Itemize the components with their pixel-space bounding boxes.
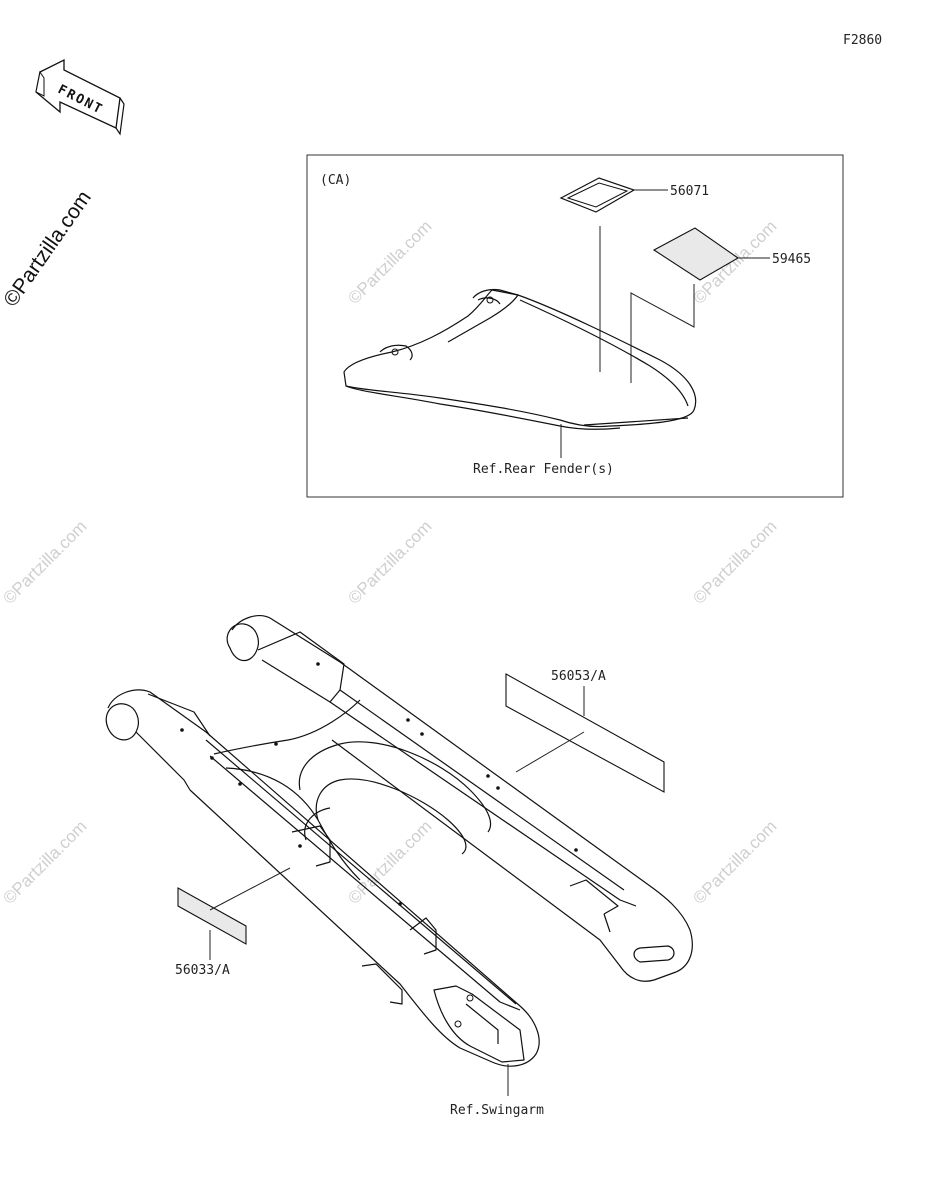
leader-59465-drop (630, 284, 695, 383)
watermark-repeat: ©Partzilla.com (0, 517, 90, 608)
watermark-repeat: ©Partzilla.com (689, 517, 780, 608)
part-number-56033: 56033/A (175, 963, 230, 978)
diagram-code: F2860 (843, 33, 882, 48)
inset-region-label: (CA) (320, 173, 351, 188)
part-number-56053: 56053/A (551, 669, 606, 684)
leader-56053-diag (515, 731, 585, 773)
front-arrow-icon: FRONT (35, 58, 125, 136)
part-number-56071: 56071 (670, 184, 709, 199)
rear-fender-drawing (343, 288, 697, 430)
watermark-repeat: ©Partzilla.com (0, 817, 90, 908)
watermark-repeat: ©Partzilla.com (689, 817, 780, 908)
part-number-59465: 59465 (772, 252, 811, 267)
inset-ca: (CA) 56071 59465 Ref.Rear Fender(s) (306, 154, 844, 498)
watermark-pattern: ©Partzilla.com ©Partzilla.com ©Partzilla… (0, 217, 780, 908)
inset-frame (306, 154, 844, 498)
ref-swingarm: Ref.Swingarm (450, 1103, 544, 1118)
watermark-repeat: ©Partzilla.com (344, 517, 435, 608)
watermark-repeat: ©Partzilla.com (344, 217, 435, 308)
watermark-repeat: ©Partzilla.com (344, 817, 435, 908)
watermark-main: ©Partzilla.com (0, 187, 96, 311)
label-56053-sticker (505, 673, 665, 793)
ref-rear-fender: Ref.Rear Fender(s) (473, 462, 614, 477)
leader-56033-diag (209, 867, 291, 911)
label-56033-sticker (177, 887, 247, 945)
label-56071-sticker (559, 177, 636, 213)
swingarm-drawing (105, 615, 693, 1067)
